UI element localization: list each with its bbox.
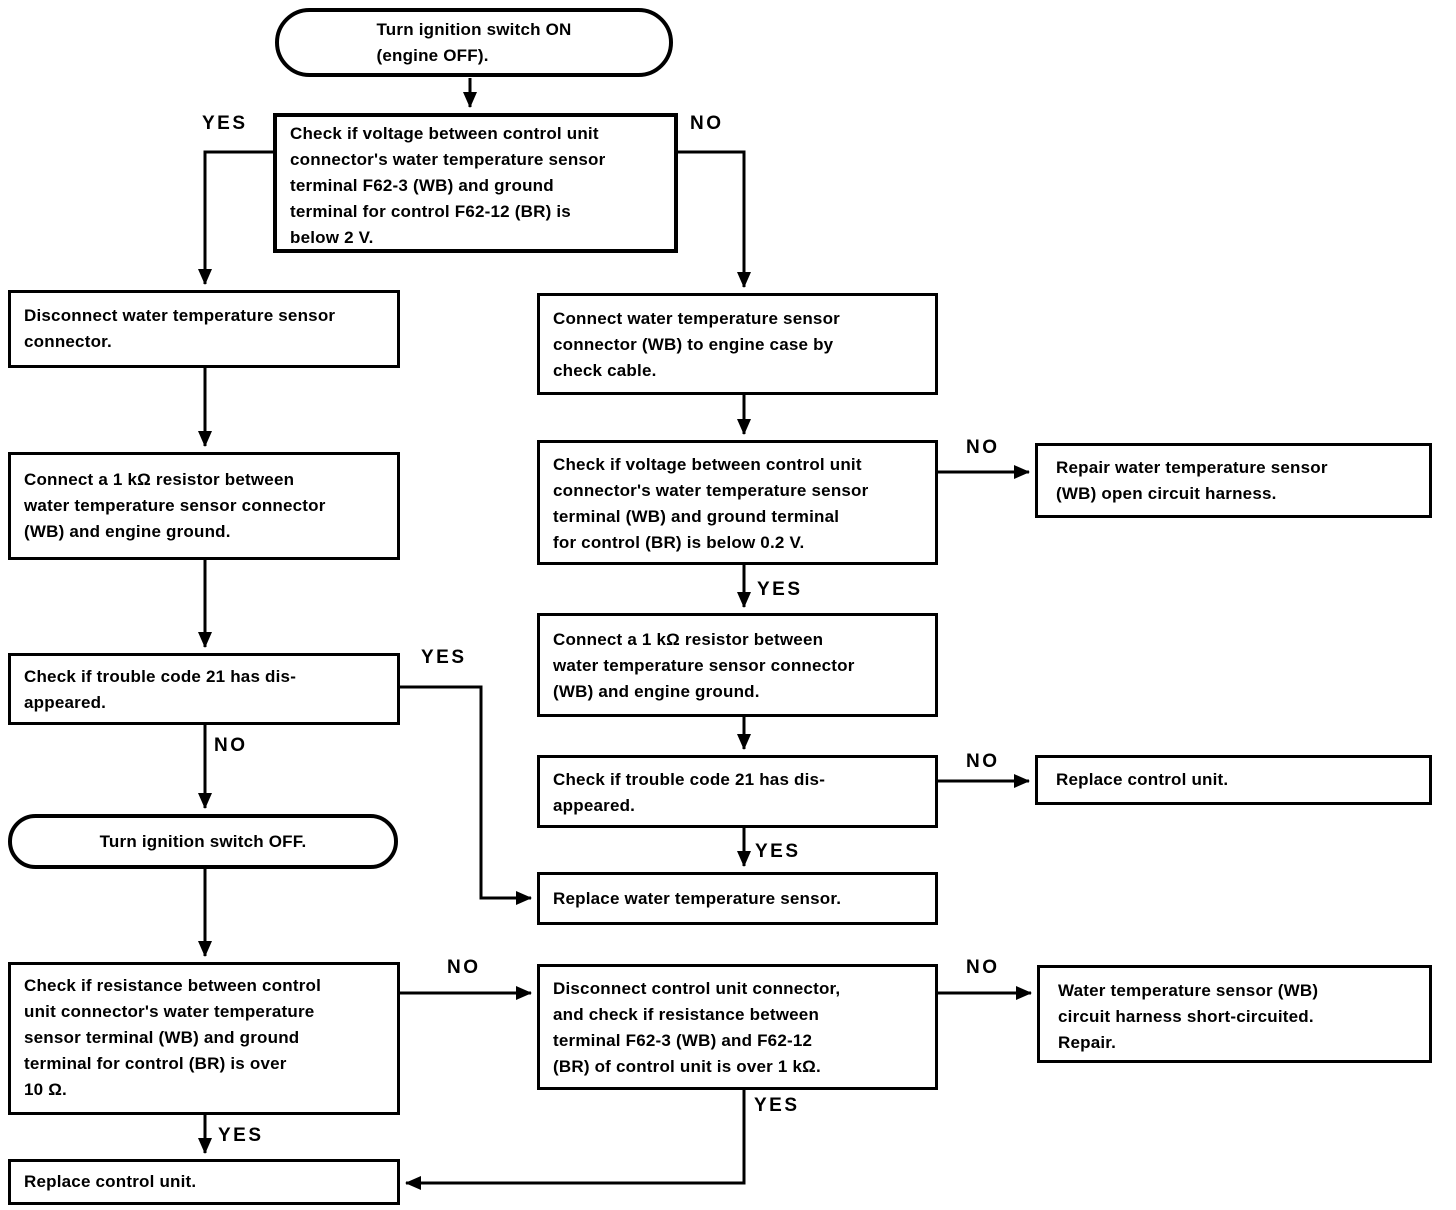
node-replace-cu-bottom: Replace control unit. <box>8 1159 400 1205</box>
connector-check2v-no <box>678 150 751 288</box>
node-replace-sensor: Replace water temperature sensor. <box>537 872 938 925</box>
node-start-text: Turn ignition switch ON (engine OFF). <box>376 19 572 65</box>
label-no-resistance-left: NO <box>447 957 481 978</box>
node-check-voltage-02v: Check if voltage between control unit co… <box>537 440 938 565</box>
connector-check2v-yes <box>198 150 273 285</box>
node-short-circuit-text: Water temperature sensor (WB) circuit ha… <box>1058 981 1319 1052</box>
node-check-voltage-2v: Check if voltage between control unit co… <box>273 113 678 253</box>
node-short-circuit: Water temperature sensor (WB) circuit ha… <box>1037 965 1432 1063</box>
label-no-disconnect-cu: NO <box>966 957 1000 978</box>
label-no-check02v: NO <box>966 437 1000 458</box>
node-replace-cu-right-text: Replace control unit. <box>1056 770 1229 789</box>
connector-code21-left-yes <box>400 685 532 905</box>
node-check-voltage-2v-text: Check if voltage between control unit co… <box>290 124 606 247</box>
label-yes-code21-left: YES <box>421 647 467 668</box>
node-connect-check-cable-text: Connect water temperature sensor connect… <box>553 309 840 380</box>
node-check-voltage-02v-text: Check if voltage between control unit co… <box>553 455 869 552</box>
node-start: Turn ignition switch ON (engine OFF). <box>275 8 673 77</box>
label-yes-check2v: YES <box>202 113 248 134</box>
node-check-code21-left: Check if trouble code 21 has dis- appear… <box>8 653 400 725</box>
label-no-code21-right: NO <box>966 751 1000 772</box>
node-disconnect-sensor-text: Disconnect water temperature sensor conn… <box>24 306 336 351</box>
node-connect-resistor-right-text: Connect a 1 kΩ resistor between water te… <box>553 630 855 701</box>
node-check-code21-left-text: Check if trouble code 21 has dis- appear… <box>24 667 297 712</box>
node-disconnect-cu-text: Disconnect control unit connector, and c… <box>553 979 841 1076</box>
node-replace-cu-right: Replace control unit. <box>1035 755 1432 805</box>
node-repair-open-circuit-text: Repair water temperature sensor (WB) ope… <box>1056 458 1328 503</box>
label-yes-check02v: YES <box>757 579 803 600</box>
node-check-resistance-left-text: Check if resistance between control unit… <box>24 976 322 1099</box>
node-connect-resistor-left: Connect a 1 kΩ resistor between water te… <box>8 452 400 560</box>
node-check-code21-right-text: Check if trouble code 21 has dis- appear… <box>553 770 826 815</box>
label-no-code21-left: NO <box>214 735 248 756</box>
label-yes-resistance-left: YES <box>218 1125 264 1146</box>
node-disconnect-sensor: Disconnect water temperature sensor conn… <box>8 290 400 368</box>
node-repair-open-circuit: Repair water temperature sensor (WB) ope… <box>1035 443 1432 518</box>
node-connect-resistor-right: Connect a 1 kΩ resistor between water te… <box>537 613 938 717</box>
node-replace-sensor-text: Replace water temperature sensor. <box>553 888 842 908</box>
node-ignition-off: Turn ignition switch OFF. <box>8 814 398 869</box>
node-check-code21-right: Check if trouble code 21 has dis- appear… <box>537 755 938 828</box>
label-yes-code21-right: YES <box>755 841 801 862</box>
node-replace-cu-bottom-text: Replace control unit. <box>24 1172 197 1191</box>
label-yes-disconnect-cu: YES <box>754 1095 800 1116</box>
node-connect-resistor-left-text: Connect a 1 kΩ resistor between water te… <box>24 470 326 541</box>
node-check-resistance-left: Check if resistance between control unit… <box>8 962 400 1115</box>
label-no-check2v: NO <box>690 113 724 134</box>
node-disconnect-cu: Disconnect control unit connector, and c… <box>537 964 938 1090</box>
node-ignition-off-text: Turn ignition switch OFF. <box>99 831 307 851</box>
node-connect-check-cable: Connect water temperature sensor connect… <box>537 293 938 395</box>
connector-disconnectcu-yes <box>405 1090 746 1190</box>
